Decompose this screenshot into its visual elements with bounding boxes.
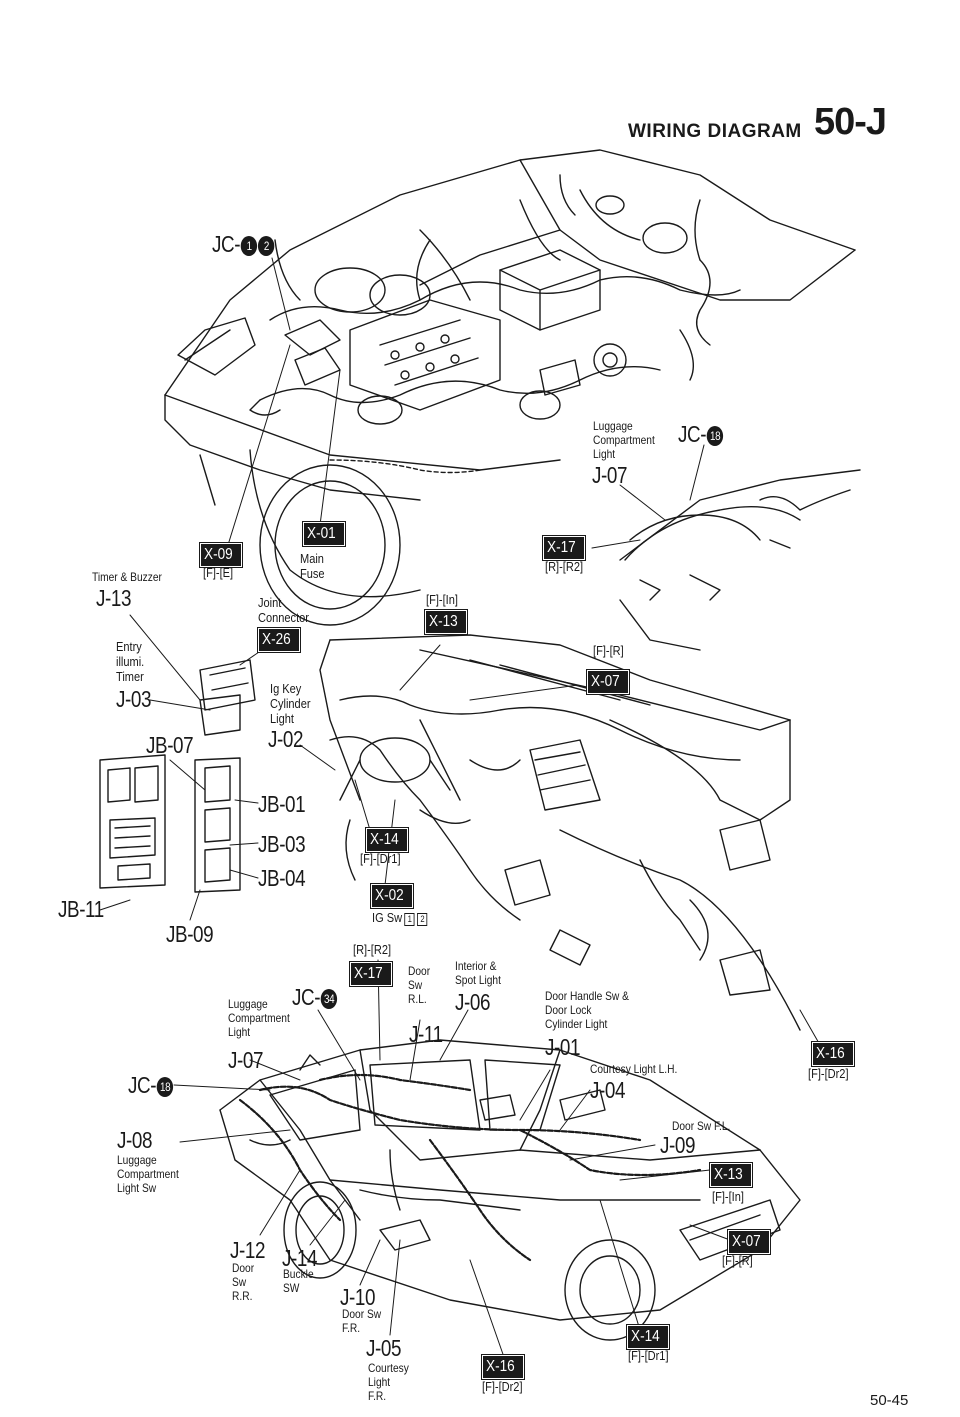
section-code: 50-J	[814, 101, 887, 143]
jb-11-label: JB-11	[58, 896, 104, 922]
connector-x17-top: X-17	[542, 535, 586, 561]
buckle-sw-code: J-14	[282, 1245, 318, 1271]
door-sw-rr-code: J-12	[230, 1237, 266, 1263]
car-body-drawing	[219, 1039, 801, 1341]
luggage-top-code: J-07	[592, 462, 628, 488]
connector-x13-top: X-13	[424, 609, 468, 635]
jc-number-1: 1	[240, 236, 258, 256]
jc-number: 18	[156, 1077, 174, 1097]
jc-number: 18	[706, 426, 724, 446]
connector-x13-bot: X-13	[709, 1162, 753, 1188]
connector-x17-top-ref: [R]-[R2]	[545, 559, 584, 574]
connector-x07-bot-ref: [F]-[R]	[722, 1253, 753, 1268]
door-sw-fr-code: J-10	[340, 1284, 376, 1310]
connector-x14-mid: X-14	[365, 827, 409, 853]
interior-spot-desc: Interior &Spot Light	[455, 959, 501, 987]
connector-x17-mid: X-17	[349, 961, 393, 987]
connector-x14-mid-ref: [F]-[Dr1]	[360, 851, 401, 866]
connector-x17-mid-ref: [R]-[R2]	[353, 942, 392, 957]
connector-x16-bot-ref: [F]-[Dr2]	[482, 1379, 523, 1394]
jb-01-label: JB-01	[258, 791, 306, 817]
connector-x16-right-ref: [F]-[Dr2]	[808, 1066, 849, 1081]
ig-sw-position-2: 2	[417, 913, 428, 926]
entry-illum-code: J-03	[116, 686, 152, 712]
jc-prefix: JC-	[128, 1072, 157, 1098]
engine-compartment-drawing	[164, 149, 856, 626]
courtesy-lh-code: J-04	[590, 1077, 626, 1103]
jc-18-left-label: JC-18	[128, 1072, 174, 1098]
jc-number-2: 2	[258, 236, 275, 256]
courtesy-lh-desc: Courtesy Light L.H.	[590, 1062, 678, 1076]
timer-buzzer-desc: Timer & Buzzer	[92, 570, 162, 584]
door-sw-fl-desc: Door Sw F.L.	[672, 1119, 731, 1133]
ig-sw-position-1: 1	[404, 913, 415, 926]
jc-prefix: JC-	[678, 421, 707, 447]
connector-x07-bot: X-07	[727, 1229, 771, 1255]
connector-x01: X-01	[302, 521, 346, 547]
interior-spot-code: J-06	[455, 989, 491, 1015]
timer-buzzer-code: J-13	[96, 585, 132, 611]
connector-x16-right: X-16	[811, 1041, 855, 1067]
courtesy-fr-code: J-05	[366, 1335, 402, 1361]
jc-18-top-label: JC-18	[678, 421, 724, 447]
page-number: 50-45	[870, 1392, 909, 1409]
door-sw-fl-code: J-09	[660, 1132, 696, 1158]
door-sw-rl-code: J-11	[409, 1021, 443, 1047]
rear-trunk-drawing	[619, 469, 861, 651]
connector-x09-ref: [F]-[E]	[203, 565, 234, 580]
ig-key-code: J-02	[268, 726, 304, 752]
connector-x26: X-26	[257, 627, 301, 653]
jb-04-label: JB-04	[258, 865, 306, 891]
jb-03-label: JB-03	[258, 831, 306, 857]
jb-09-label: JB-09	[166, 921, 214, 947]
section-title: WIRING DIAGRAM	[628, 121, 802, 142]
jc-34-label: JC-34	[292, 984, 338, 1010]
dashboard-drawing	[199, 634, 801, 1031]
luggage-sw-code: J-08	[117, 1127, 153, 1153]
connector-x09: X-09	[199, 542, 243, 568]
jc-number: 34	[320, 989, 338, 1009]
connector-x07-top-ref: [F]-[R]	[593, 643, 624, 658]
connector-x07-top: X-07	[586, 669, 630, 695]
connector-x14-bot-ref: [F]-[Dr1]	[628, 1348, 669, 1363]
jb-07-label: JB-07	[146, 732, 194, 758]
junction-block-drawing	[99, 754, 241, 893]
jc-prefix: JC-	[212, 231, 241, 257]
leader-lines	[99, 257, 821, 1361]
connector-x13-top-ref: [F]-[In]	[426, 592, 458, 607]
connector-x02: X-02	[370, 883, 414, 909]
jc-prefix: JC-	[292, 984, 321, 1010]
connector-x14-bot: X-14	[626, 1324, 670, 1350]
luggage-mid-code: J-07	[228, 1047, 264, 1073]
connector-x16-bot: X-16	[481, 1354, 525, 1380]
connector-x13-bot-ref: [F]-[In]	[712, 1189, 744, 1204]
door-handle-code: J-01	[545, 1034, 581, 1060]
